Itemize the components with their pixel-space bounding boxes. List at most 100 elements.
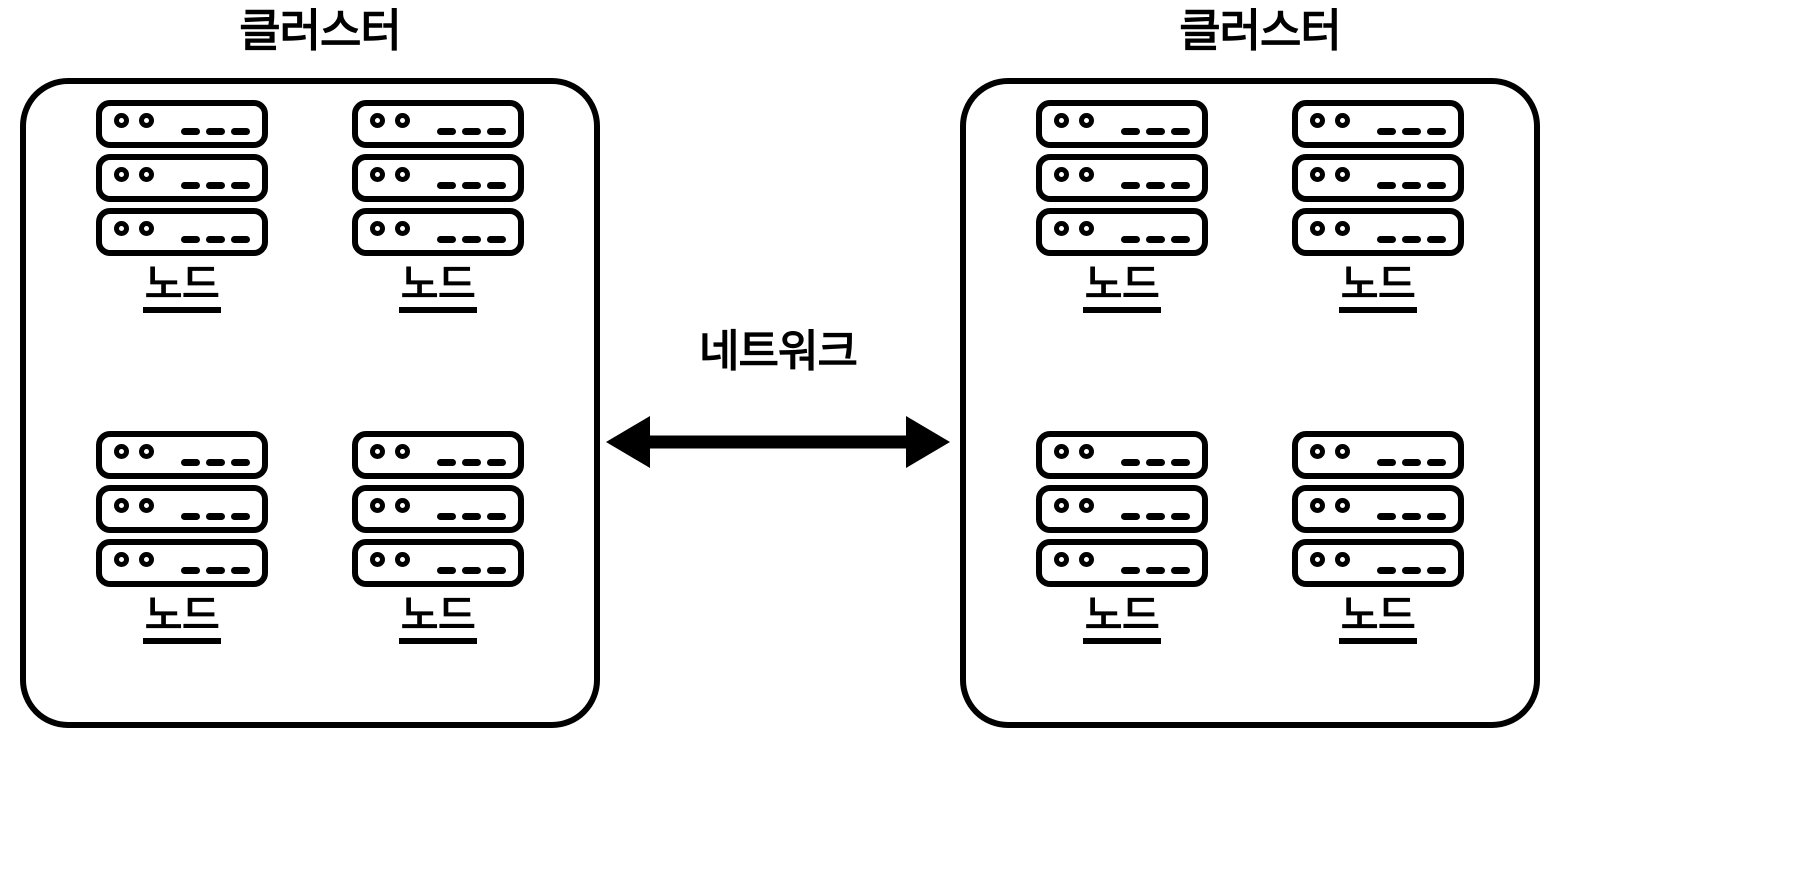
server-led-icon: [370, 552, 385, 567]
node-left-2: 노드: [318, 100, 558, 389]
server-vent-icon: [1171, 182, 1190, 189]
server-vent-icon: [231, 567, 250, 574]
server-vent-icon: [181, 459, 200, 466]
server-led-icon: [1079, 552, 1094, 567]
node-label: 노드: [398, 262, 478, 314]
server-led-icon: [114, 444, 129, 459]
cluster-right: 클러스터: [950, 0, 1570, 882]
server-vent-group: [1121, 128, 1190, 135]
server-vent-icon: [487, 182, 506, 189]
server-led-group: [1310, 552, 1350, 567]
server-vent-icon: [181, 128, 200, 135]
cluster-right-title: 클러스터: [1179, 4, 1342, 57]
server-unit: [1036, 100, 1208, 148]
server-vent-icon: [437, 128, 456, 135]
server-led-group: [114, 167, 154, 182]
server-led-icon: [1335, 113, 1350, 128]
server-led-icon: [139, 167, 154, 182]
server-led-icon: [1335, 444, 1350, 459]
server-unit: [1292, 539, 1464, 587]
server-led-icon: [1310, 552, 1325, 567]
server-vent-icon: [487, 459, 506, 466]
node-left-1: 노드: [62, 100, 302, 389]
server-vent-icon: [181, 567, 200, 574]
server-led-icon: [1310, 498, 1325, 513]
cluster-left-node-grid: 노드: [20, 100, 600, 720]
double-arrow-icon: [606, 416, 950, 468]
server-led-icon: [114, 552, 129, 567]
server-stack: [96, 431, 268, 587]
node-label: 노드: [1338, 262, 1418, 314]
server-vent-icon: [1402, 513, 1421, 520]
server-unit: [352, 485, 524, 533]
server-vent-group: [1377, 567, 1446, 574]
server-vent-icon: [206, 513, 225, 520]
server-vent-icon: [462, 513, 481, 520]
server-led-icon: [370, 167, 385, 182]
server-unit: [1036, 431, 1208, 479]
server-vent-icon: [206, 567, 225, 574]
server-vent-group: [181, 567, 250, 574]
server-led-icon: [1079, 221, 1094, 236]
server-led-group: [1310, 498, 1350, 513]
server-unit: [352, 539, 524, 587]
server-unit: [352, 154, 524, 202]
server-led-icon: [1054, 444, 1069, 459]
server-vent-icon: [1121, 513, 1140, 520]
server-vent-icon: [1402, 236, 1421, 243]
server-vent-icon: [1121, 128, 1140, 135]
server-vent-group: [1377, 459, 1446, 466]
server-vent-icon: [437, 182, 456, 189]
server-led-icon: [114, 498, 129, 513]
server-stack: [1036, 100, 1208, 256]
server-unit: [1292, 154, 1464, 202]
node-label: 노드: [142, 262, 222, 314]
server-vent-icon: [437, 567, 456, 574]
server-unit: [1292, 431, 1464, 479]
node-right-3: 노드: [1002, 431, 1242, 720]
server-led-group: [1310, 113, 1350, 128]
server-vent-icon: [1146, 567, 1165, 574]
server-vent-icon: [1377, 128, 1396, 135]
server-led-icon: [1079, 444, 1094, 459]
server-vent-icon: [1146, 182, 1165, 189]
server-led-icon: [395, 167, 410, 182]
server-unit: [96, 154, 268, 202]
server-led-icon: [1335, 221, 1350, 236]
server-unit: [96, 431, 268, 479]
server-led-icon: [1310, 167, 1325, 182]
server-vent-icon: [1377, 513, 1396, 520]
server-vent-group: [1377, 182, 1446, 189]
node-label: 노드: [398, 593, 478, 645]
node-label: 노드: [1082, 262, 1162, 314]
server-led-group: [370, 167, 410, 182]
server-unit: [1036, 485, 1208, 533]
node-label: 노드: [1082, 593, 1162, 645]
server-led-group: [370, 221, 410, 236]
server-led-icon: [1335, 167, 1350, 182]
server-led-group: [114, 498, 154, 513]
server-led-icon: [1079, 498, 1094, 513]
server-vent-group: [1121, 236, 1190, 243]
server-vent-icon: [206, 236, 225, 243]
server-vent-icon: [1377, 567, 1396, 574]
server-vent-icon: [1121, 236, 1140, 243]
server-vent-group: [437, 459, 506, 466]
server-vent-icon: [1427, 567, 1446, 574]
node-left-4: 노드: [318, 431, 558, 720]
server-vent-group: [1377, 513, 1446, 520]
server-led-group: [114, 113, 154, 128]
server-led-icon: [1079, 167, 1094, 182]
server-unit: [1292, 208, 1464, 256]
server-led-group: [370, 444, 410, 459]
server-vent-icon: [231, 459, 250, 466]
server-vent-icon: [1171, 459, 1190, 466]
server-led-icon: [114, 221, 129, 236]
server-led-icon: [1335, 552, 1350, 567]
node-label: 노드: [1338, 593, 1418, 645]
server-led-icon: [1310, 444, 1325, 459]
server-vent-group: [437, 236, 506, 243]
server-led-icon: [1310, 113, 1325, 128]
server-stack: [1292, 431, 1464, 587]
server-unit: [1036, 539, 1208, 587]
